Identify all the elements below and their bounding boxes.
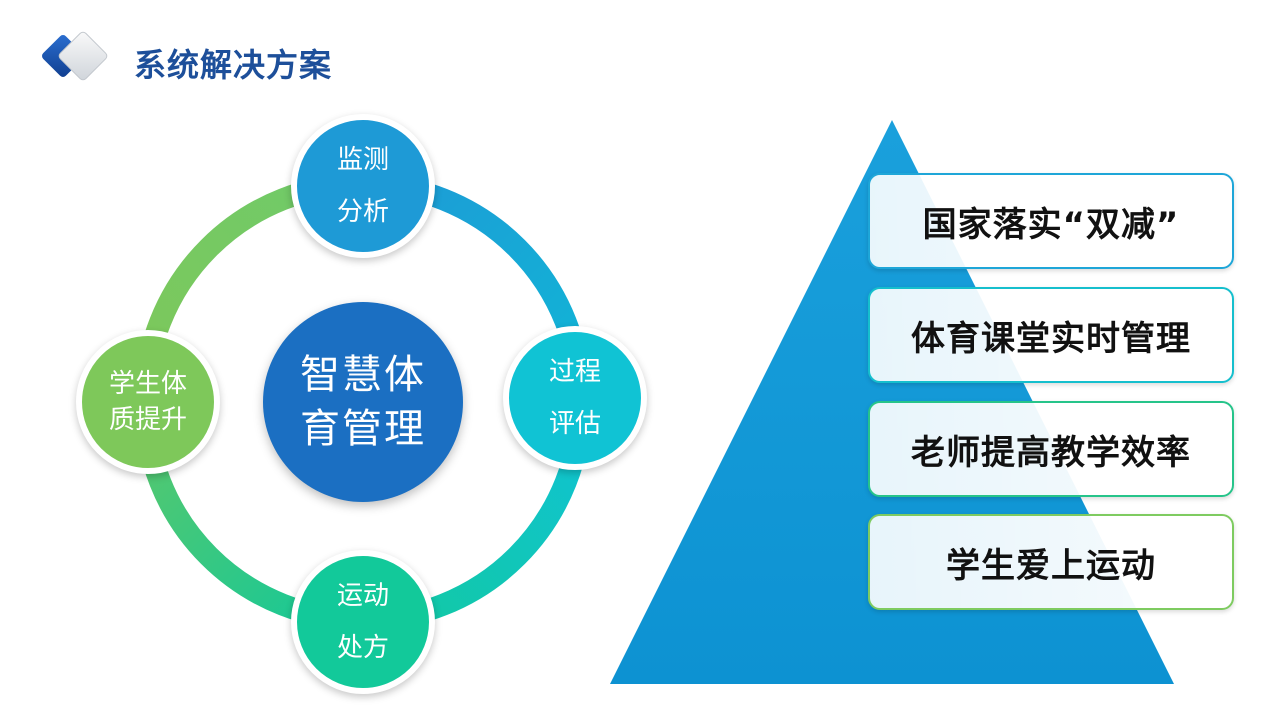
node-right-line-1: 过程 [548,357,601,387]
cycle-diagram: 智慧体 育管理 监测 分析 过程 评估 运动 处方 学生体 质提升 [70,110,660,700]
center-line-1: 智慧体 [300,352,426,398]
node-top: 监测 分析 [291,114,435,258]
pyramid-level-2: 体育课堂实时管理 [868,287,1234,383]
node-top-line-1: 监测 [336,145,389,175]
pyramid-level-1: 国家落实“双减” [868,173,1234,269]
pyramid-level-1-label: 国家落实“双减” [922,204,1180,245]
pyramid-level-3: 老师提高教学效率 [868,401,1234,497]
node-right-line-2: 评估 [548,409,601,439]
pyramid-level-3-label: 老师提高教学效率 [911,432,1191,473]
node-bottom-line-2: 处方 [336,633,389,663]
node-right: 过程 评估 [503,326,647,470]
pyramid-level-2-label: 体育课堂实时管理 [911,318,1191,359]
page-title: 系统解决方案 [134,46,333,84]
node-left: 学生体 质提升 [76,330,220,474]
diamond-logo-icon [38,28,118,88]
pyramid-level-4-label: 学生爱上运动 [946,545,1156,586]
node-bottom-line-1: 运动 [336,581,389,611]
node-left-line-2: 质提升 [108,405,187,435]
node-left-line-1: 学生体 [108,369,187,399]
node-top-line-2: 分析 [336,197,389,227]
center-node: 智慧体 育管理 [263,302,463,502]
pyramid-level-4: 学生爱上运动 [868,514,1234,610]
pyramid-diagram: 国家落实“双减” 体育课堂实时管理 老师提高教学效率 学生爱上运动 [610,118,1234,688]
center-line-2: 育管理 [300,406,426,452]
node-bottom: 运动 处方 [291,550,435,694]
